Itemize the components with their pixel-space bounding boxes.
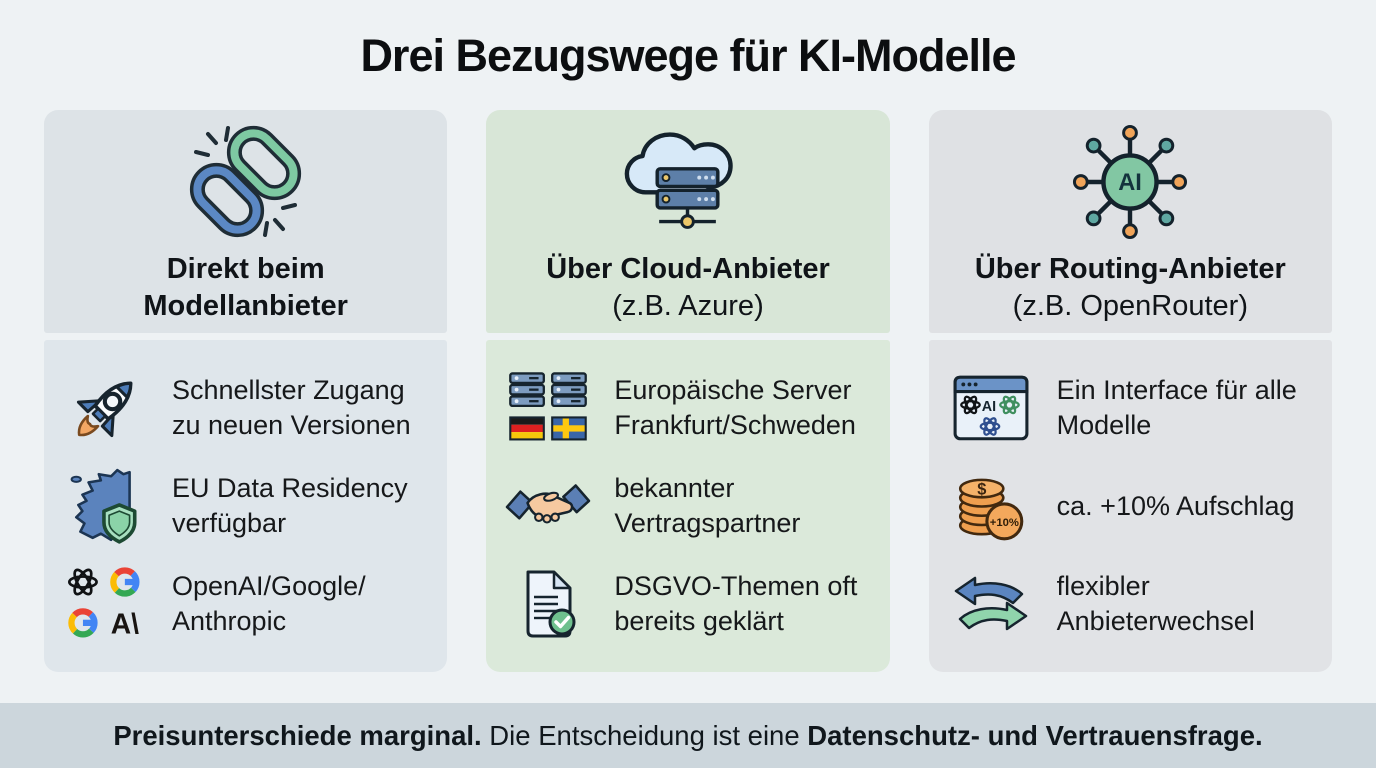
card-routing-body: AI Ein Interface für alle Modelle: [928, 340, 1332, 672]
list-item: A\ OpenAI/Google/ Anthropic: [60, 562, 429, 646]
item-text-line2: Vertragspartner: [614, 508, 801, 538]
item-text-line1: Ein Interface für alle: [1056, 375, 1297, 405]
europe-map-shield-icon: [60, 464, 152, 548]
ai-hub-label: AI: [1119, 169, 1143, 195]
item-text: Europäische Server Frankfurt/Schweden: [614, 373, 856, 443]
rocket-icon: [60, 366, 152, 450]
server-racks-flags-icon: [502, 366, 594, 450]
cloud-servers-icon: [622, 121, 754, 243]
coin-badge-label: +10%: [989, 517, 1018, 529]
item-text-line2: zu neuen Versionen: [172, 410, 411, 440]
swap-arrows-icon: [945, 562, 1037, 646]
ai-routing-hub-icon: AI: [1071, 121, 1189, 243]
banner-bold-2: Datenschutz- und Vertrauensfrage.: [807, 719, 1263, 751]
list-item: Schnellster Zugang zu neuen Versionen: [60, 366, 429, 450]
browser-ai-label: AI: [981, 399, 995, 415]
google-logo: [110, 567, 140, 597]
handshake-icon: [502, 464, 594, 548]
list-item: DSGVO-Themen oft bereits geklärt: [502, 562, 871, 646]
list-item: Europäische Server Frankfurt/Schweden: [502, 366, 871, 450]
card-routing-provider: AI Über Routing-Anbieter (z.B. OpenRoute…: [928, 110, 1332, 672]
item-text-line1: bekannter: [614, 473, 735, 503]
item-text-line2: Anbieterwechsel: [1056, 606, 1255, 636]
banner-bold-1: Preisunterschiede marginal.: [113, 719, 482, 751]
item-text-line2: Anthropic: [172, 606, 287, 636]
cards-row: Direkt beim Modellanbieter: [44, 110, 1332, 672]
banner-regular: Die Entscheidung ist eine: [481, 719, 808, 751]
card-title-line1: Über Routing-Anbieter: [974, 252, 1286, 285]
germany-flag: [509, 416, 546, 441]
card-title-line1: Direkt beim: [166, 252, 325, 285]
item-text: DSGVO-Themen oft bereits geklärt: [614, 569, 857, 639]
item-text-line2: Frankfurt/Schweden: [614, 410, 856, 440]
browser-ai-models-icon: AI: [945, 366, 1037, 450]
item-text: OpenAI/Google/ Anthropic: [172, 569, 366, 639]
list-item: flexibler Anbieterwechsel: [945, 562, 1314, 646]
item-text-line1: flexibler: [1056, 571, 1150, 601]
card-routing-header: AI Über Routing-Anbieter (z.B. OpenRoute…: [928, 110, 1332, 333]
list-item: $ +10% ca. +10% Aufschlag: [945, 464, 1314, 548]
list-item: EU Data Residency verfügbar: [60, 464, 429, 548]
item-text: Ein Interface für alle Modelle: [1057, 373, 1297, 443]
item-text: flexibler Anbieterwechsel: [1057, 569, 1255, 639]
item-text: EU Data Residency verfügbar: [172, 471, 408, 541]
card-cloud-header: Über Cloud-Anbieter (z.B. Azure): [486, 110, 890, 333]
card-title-line1: Über Cloud-Anbieter: [546, 252, 830, 285]
sweden-flag: [551, 416, 588, 441]
card-cloud-body: Europäische Server Frankfurt/Schweden: [486, 340, 890, 672]
bottom-banner: Preisunterschiede marginal. Die Entschei…: [0, 703, 1376, 768]
item-text-line1: ca. +10% Aufschlag: [1056, 490, 1295, 521]
openai-logo: [67, 568, 98, 596]
item-text-line1: Schnellster Zugang: [172, 375, 405, 405]
coins-surcharge-icon: $ +10%: [945, 464, 1037, 548]
card-title-line2: (z.B. Azure): [612, 289, 764, 322]
list-item: bekannter Vertragspartner: [502, 464, 871, 548]
card-direct-header: Direkt beim Modellanbieter: [44, 110, 448, 333]
item-text-line2: bereits geklärt: [614, 606, 784, 636]
card-direct-provider: Direkt beim Modellanbieter: [44, 110, 448, 672]
item-text-line1: DSGVO-Themen oft: [614, 571, 858, 601]
card-title-line2: (z.B. OpenRouter): [1012, 289, 1248, 322]
page-title: Drei Bezugswege für KI-Modelle: [360, 30, 1016, 81]
list-item: AI Ein Interface für alle Modelle: [945, 366, 1314, 450]
document-check-icon: [502, 562, 594, 646]
anthropic-logo: A\: [111, 607, 139, 639]
card-direct-body: Schnellster Zugang zu neuen Versionen: [44, 340, 448, 672]
item-text-line2: Modelle: [1056, 410, 1152, 440]
item-text: bekannter Vertragspartner: [614, 471, 800, 541]
item-text-line1: OpenAI/Google/: [172, 571, 366, 601]
card-title-line2: Modellanbieter: [143, 289, 348, 322]
item-text-line2: verfügbar: [172, 508, 287, 538]
card-cloud-provider: Über Cloud-Anbieter (z.B. Azure): [486, 110, 890, 672]
provider-logos-icon: A\: [60, 562, 152, 646]
item-text: Schnellster Zugang zu neuen Versionen: [172, 373, 411, 443]
item-text: ca. +10% Aufschlag: [1057, 489, 1295, 524]
chain-link-icon: [188, 121, 303, 243]
google-logo: [68, 608, 98, 638]
coin-dollar-label: $: [977, 481, 986, 499]
item-text-line1: Europäische Server: [614, 375, 852, 405]
item-text-line1: EU Data Residency: [172, 473, 408, 503]
